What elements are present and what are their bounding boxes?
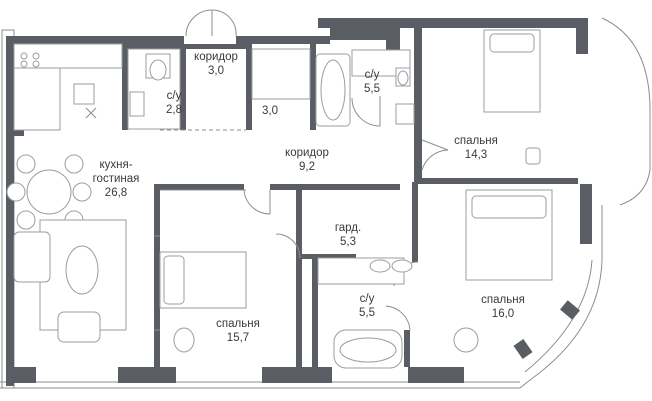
label-bedroom-sw-name: спальня xyxy=(216,318,260,330)
bath-fixtures xyxy=(127,48,415,369)
label-wardrobe-name: гард. xyxy=(334,222,362,234)
bedroom-furniture xyxy=(154,29,553,353)
walls xyxy=(6,18,592,386)
label-bedroom-ne-name: спальня xyxy=(454,135,498,147)
label-bedroom-sw-area: 15,7 xyxy=(226,332,250,344)
label-bedroom-se-area: 16,0 xyxy=(491,308,515,320)
label-storage-area: 3,0 xyxy=(262,105,278,117)
label-corridor-top: коридор 3,0 xyxy=(194,50,238,78)
label-bath-bottom: с/у 5,5 xyxy=(359,292,375,320)
label-kitchen-name: кухня- гостиная xyxy=(92,159,140,185)
label-bath-top-name: с/у xyxy=(364,69,380,81)
label-bedroom-ne-area: 14,3 xyxy=(464,149,488,161)
label-bath-top: с/у 5,5 xyxy=(364,68,380,96)
label-bedroom-se-name: спальня xyxy=(481,294,525,306)
label-bedroom-ne: спальня 14,3 xyxy=(454,134,498,162)
label-bath-bottom-area: 5,5 xyxy=(359,307,375,319)
label-corridor-top-name: коридор xyxy=(194,51,238,63)
label-bedroom-sw: спальня 15,7 xyxy=(216,317,260,345)
label-corridor-main: коридор 9,2 xyxy=(285,146,329,174)
label-corridor-top-area: 3,0 xyxy=(207,65,224,77)
label-kitchen: кухня- гостиная 26,8 xyxy=(93,158,140,200)
label-corridor-main-area: 9,2 xyxy=(298,161,315,173)
kitchen-fixtures xyxy=(6,43,127,343)
label-wardrobe-area: 5,3 xyxy=(340,236,356,248)
label-kitchen-area: 26,8 xyxy=(104,187,128,199)
label-bath-bottom-name: с/у xyxy=(359,293,375,305)
doors xyxy=(160,9,449,331)
label-bath-small-area: 2,8 xyxy=(166,104,182,116)
label-storage: 3,0 xyxy=(262,104,278,118)
label-bath-top-area: 5,5 xyxy=(364,83,380,95)
label-bath-small-name: с/у xyxy=(166,90,182,102)
label-wardrobe: гард. 5,3 xyxy=(335,221,361,249)
label-bedroom-se: спальня 16,0 xyxy=(481,293,525,321)
label-bath-small: с/у 2,8 xyxy=(166,89,182,117)
label-corridor-main-name: коридор xyxy=(285,147,329,159)
